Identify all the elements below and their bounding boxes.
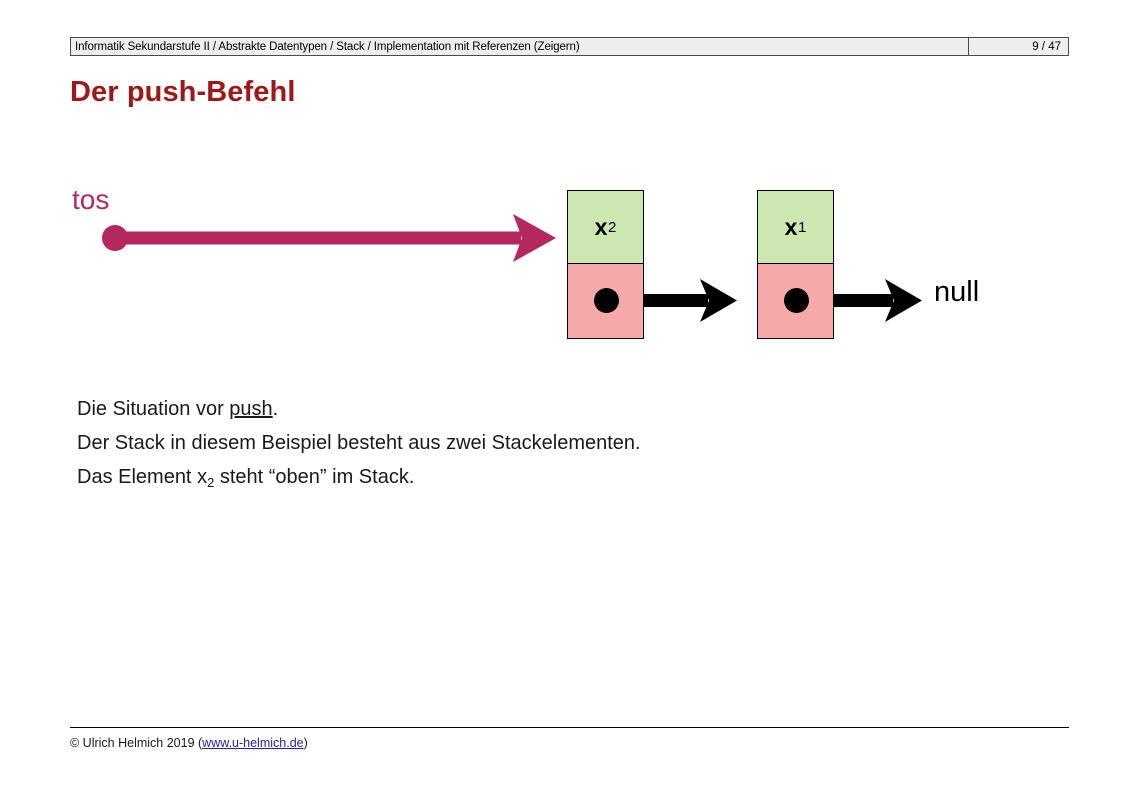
body-line-1: Die Situation vor push. (77, 392, 641, 426)
null-label: null (934, 276, 980, 308)
node-2-subscript: 1 (797, 218, 807, 236)
copyright-suffix: ) (303, 736, 308, 750)
body-line-2: Der Stack in diesem Beispiel besteht aus… (77, 432, 641, 454)
footer-copyright: © Ulrich Helmich 2019 (www.u-helmich.de) (70, 736, 308, 750)
node-1-subscript: 2 (607, 218, 617, 236)
body-line-1-prefix: Die Situation vor (77, 398, 230, 420)
body-text: Die Situation vor push. Der Stack in die… (77, 392, 641, 500)
node2-arrow-head (885, 279, 922, 322)
node-2-pointer-cell (758, 264, 833, 338)
node-2-pointer-dot (784, 288, 809, 313)
website-link[interactable]: www.u-helmich.de (202, 736, 304, 750)
tos-arrow-shaft (115, 231, 521, 245)
header-bar: Informatik Sekundarstufe II / Abstrakte … (70, 37, 1069, 56)
body-line-3-subscript: 2 (207, 474, 215, 490)
tos-dot (102, 225, 128, 251)
body-line-1-suffix: . (272, 398, 279, 420)
body-line-3-suffix: steht “oben” im Stack. (214, 466, 415, 488)
body-line-3: Das Element x2 steht “oben” im Stack. (77, 460, 641, 500)
footer-divider (70, 727, 1069, 728)
body-line-3-prefix: Das Element (77, 466, 198, 488)
page-indicator: 9 / 47 (969, 37, 1069, 56)
node-2-value: x (784, 213, 798, 240)
node-1-value: x (594, 213, 608, 240)
tos-arrow-head (513, 214, 556, 262)
copyright-prefix: © Ulrich Helmich 2019 ( (70, 736, 203, 750)
page-title: Der push-Befehl (70, 76, 296, 108)
body-line-3-var: x (197, 466, 208, 488)
push-keyword: push (229, 398, 273, 420)
breadcrumb: Informatik Sekundarstufe II / Abstrakte … (70, 37, 969, 56)
tos-label: tos (72, 184, 110, 215)
node-1-pointer-cell (568, 264, 643, 338)
node-1-pointer-dot (594, 288, 619, 313)
node1-arrow-head (700, 279, 737, 322)
